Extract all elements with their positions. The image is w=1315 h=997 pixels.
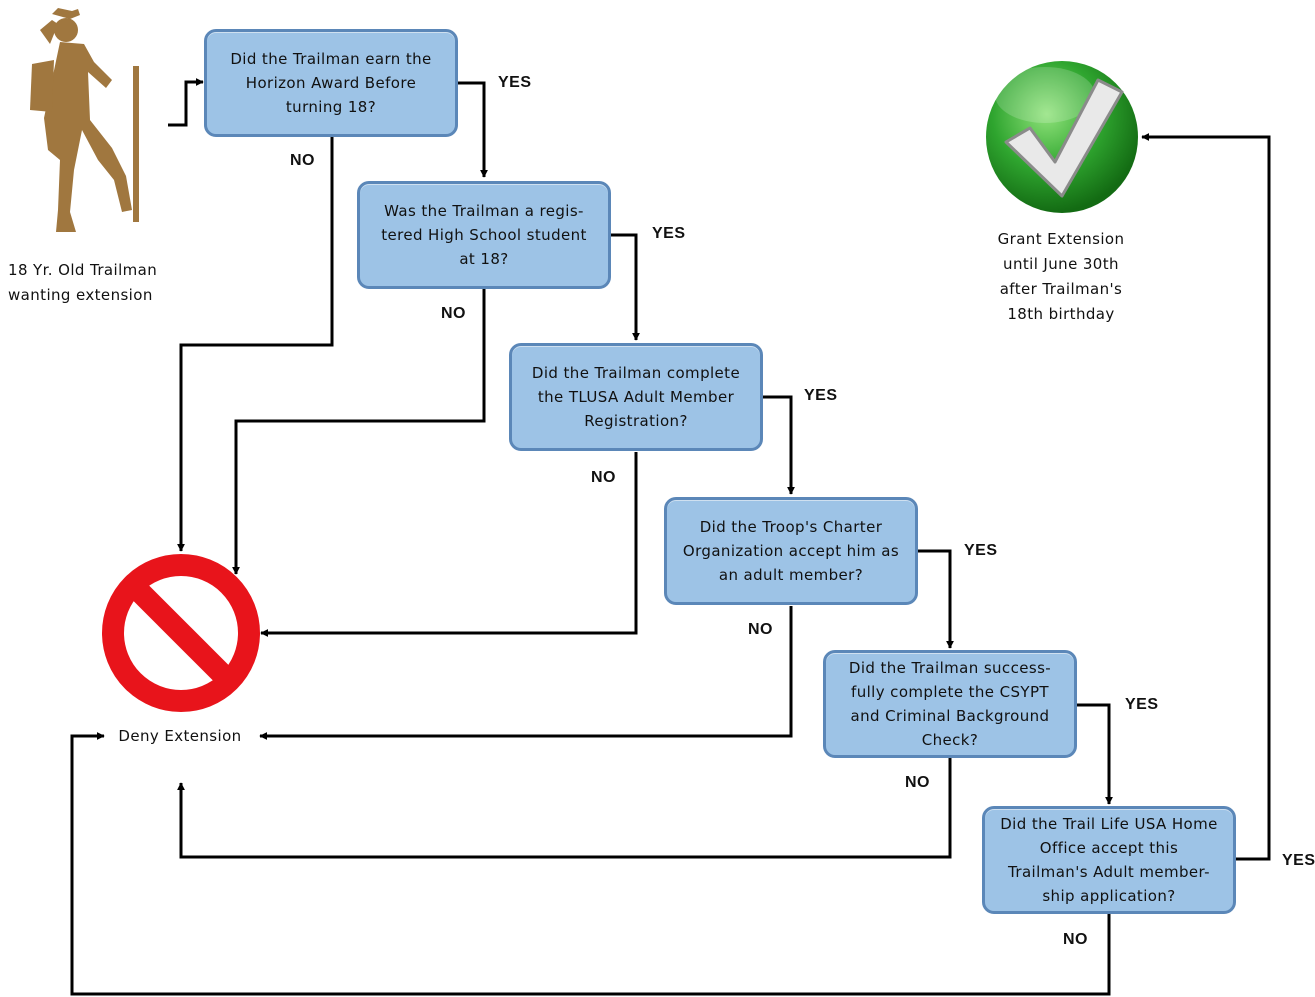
question-csypt-background: Did the Trailman success-fully complete … xyxy=(823,650,1077,758)
question-text: Did the Trailman success-fully complete … xyxy=(848,659,1052,749)
no-label-4: NO xyxy=(748,621,773,638)
deny-extension-caption: Deny Extension xyxy=(118,727,242,745)
grant-line4: 18th birthday xyxy=(1007,305,1115,323)
hiker-staff xyxy=(133,66,139,222)
question-text: Was the Trailman a regis-tered High Scho… xyxy=(381,202,587,268)
no-label-2: NO xyxy=(441,305,466,322)
yes-label-1: YES xyxy=(498,74,532,91)
hiker-icon xyxy=(30,8,132,232)
yes-label-3: YES xyxy=(804,387,838,404)
yes-label-2: YES xyxy=(652,225,686,242)
yes-label-6: YES xyxy=(1282,852,1315,869)
no-label-1: NO xyxy=(290,152,315,169)
question-text: Did the Trailman earn the Horizon Award … xyxy=(230,50,432,116)
no-label-3: NO xyxy=(591,469,616,486)
start-caption-line2: wanting extension xyxy=(8,286,153,304)
prohibited-icon xyxy=(102,554,260,712)
grant-extension-caption: Grant Extension until June 30th after Tr… xyxy=(975,227,1147,327)
question-high-school: Was the Trailman a regis-tered High Scho… xyxy=(357,181,611,289)
no-label-5: NO xyxy=(905,774,930,791)
yes-label-4: YES xyxy=(964,542,998,559)
grant-line3: after Trailman's xyxy=(999,280,1123,298)
question-text: Did the Trail Life USA Home Office accep… xyxy=(1000,815,1218,905)
start-caption-line1: 18 Yr. Old Trailman xyxy=(8,261,158,279)
question-adult-registration: Did the Trailman complete the TLUSA Adul… xyxy=(509,343,763,451)
no-label-6: NO xyxy=(1063,931,1088,948)
checkmark-icon xyxy=(986,61,1138,213)
grant-line1: Grant Extension xyxy=(997,230,1125,248)
grant-line2: until June 30th xyxy=(1003,255,1119,273)
question-home-office: Did the Trail Life USA Home Office accep… xyxy=(982,806,1236,914)
question-text: Did the Trailman complete the TLUSA Adul… xyxy=(531,364,741,430)
question-text: Did the Troop's Charter Organization acc… xyxy=(682,518,900,584)
start-caption: 18 Yr. Old Trailman wanting extension xyxy=(8,258,160,308)
question-horizon-award: Did the Trailman earn the Horizon Award … xyxy=(204,29,458,137)
question-charter-organization: Did the Troop's Charter Organization acc… xyxy=(664,497,918,605)
connectors xyxy=(70,78,1271,996)
yes-label-5: YES xyxy=(1125,696,1159,713)
